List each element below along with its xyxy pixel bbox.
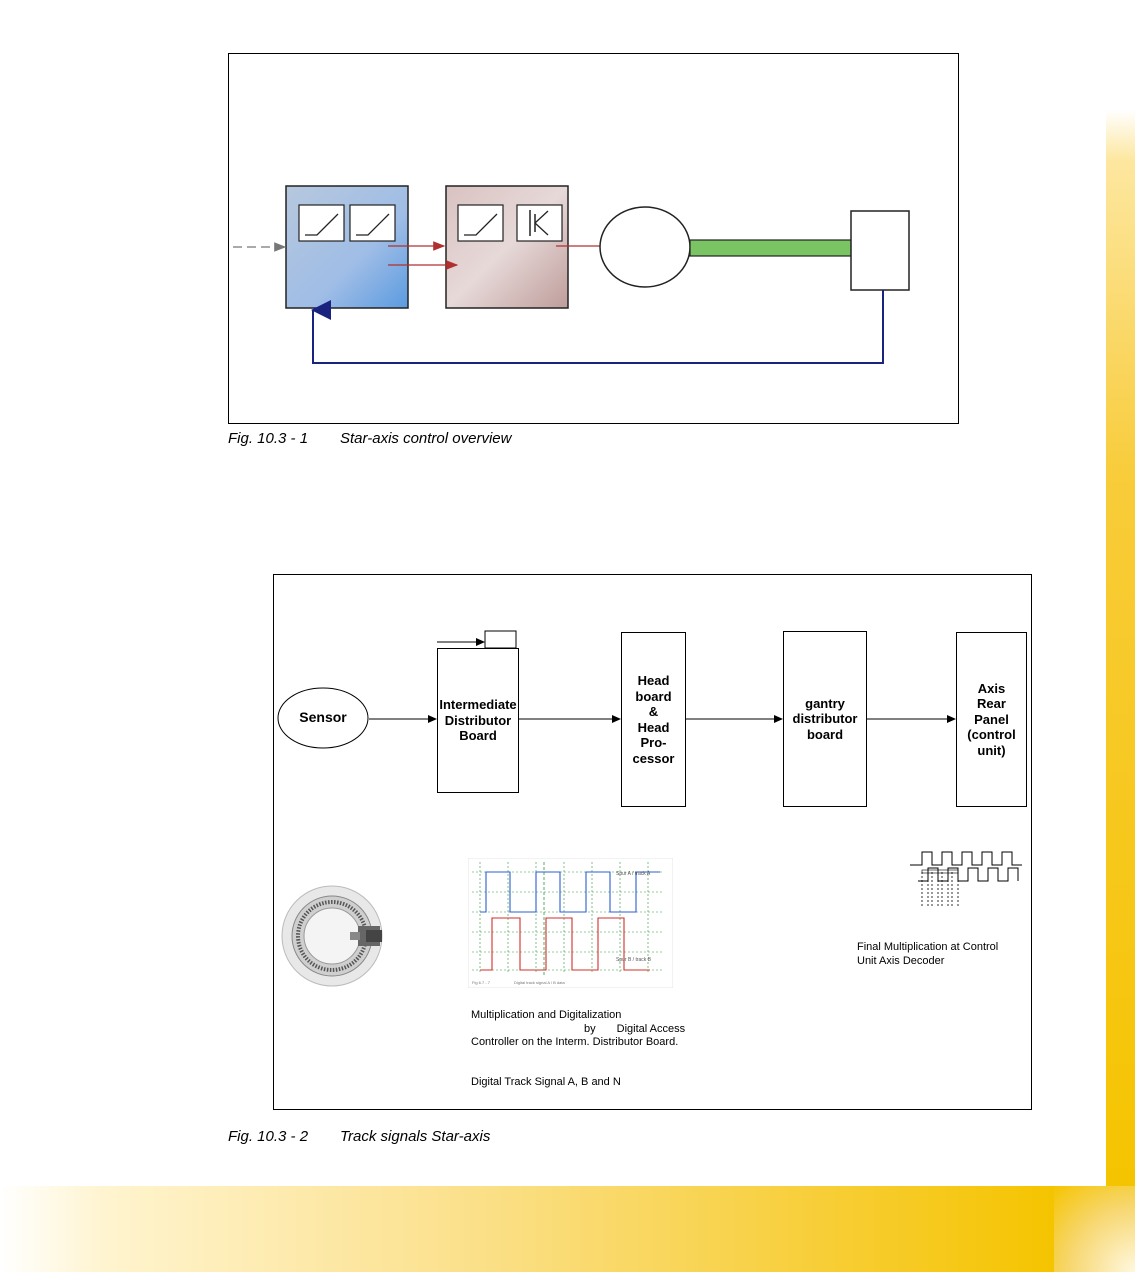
scope-footer-right: Digital track signal A / B data — [514, 980, 565, 985]
axis-line-5: unit) — [977, 742, 1006, 758]
digitalization-note-line-2: by Digital Access — [471, 1023, 685, 1037]
connector-box — [484, 630, 517, 649]
decoder-pulse-image — [910, 851, 1022, 906]
axis-line-4: (control — [967, 727, 1016, 743]
oscilloscope-track-signals-image: Spur A / track A Spur B / track B Fig 6.… — [468, 858, 673, 988]
head-line-1: Head — [637, 673, 670, 688]
decoder-note-line-1: Final Multiplication at Control — [857, 941, 999, 953]
axis-line-3: Panel — [974, 711, 1009, 727]
decoder-note-line-2: Unit Axis Decoder — [857, 954, 945, 967]
gantry-line-1: gantry — [805, 695, 845, 711]
axis-line-1: Axis — [977, 680, 1006, 696]
gantry-line-3: board — [806, 726, 844, 742]
gantry-distributor-board: gantry distributor board — [783, 631, 867, 807]
digitalization-note-rest: Digital Access — [616, 1022, 686, 1035]
figure-1-caption: Fig. 10.3 - 1 Star-axis control overview — [228, 430, 511, 447]
head-line-4: Head — [637, 719, 670, 735]
digitalization-note-line-3: Controller on the Interm. Distributor Bo… — [471, 1036, 679, 1048]
gantry-line-2: distributor — [792, 711, 858, 727]
head-line-5: Pro- — [640, 735, 667, 750]
figure-2-caption-number: Fig. 10.3 - 2 — [228, 1128, 309, 1145]
scope-track-a-label: Spur A / track A — [616, 871, 651, 877]
axis-line-2: Rear — [977, 696, 1006, 712]
axis-rear-panel: Axis Rear Panel (control unit) — [956, 632, 1027, 807]
corner-accent — [1054, 1186, 1135, 1272]
digitalization-note-by: by — [584, 1022, 596, 1035]
sensor-ellipse — [277, 687, 369, 749]
bottom-accent-band — [0, 1186, 1054, 1272]
intermediate-line-1: Intermediate — [439, 697, 517, 713]
digitalization-note-line-1: Multiplication and Digitalization — [471, 1009, 622, 1021]
figure-1-caption-title: Star-axis control overview — [340, 430, 512, 447]
track-signal-note: Digital Track Signal A, B and N — [471, 1076, 621, 1088]
feedback-line — [311, 290, 884, 364]
head-board-processor: Head board & Head Pro- cessor — [621, 632, 686, 807]
head-line-3: & — [648, 704, 659, 719]
encoder-disc-image — [281, 885, 383, 987]
intermediate-line-3: Board — [459, 728, 497, 744]
figure-1-caption-number: Fig. 10.3 - 1 — [228, 430, 309, 447]
figure-2-caption-title: Track signals Star-axis — [340, 1128, 491, 1145]
intermediate-distributor-board: Intermediate Distributor Board — [437, 648, 519, 793]
encoder-block — [850, 210, 910, 291]
head-line-2: board — [635, 688, 672, 704]
scope-footer-left: Fig 6.7 - 7 — [472, 980, 491, 985]
scope-track-b-label: Spur B / track B — [616, 957, 652, 963]
amplifier-symbol-transistor — [516, 204, 563, 242]
figure-2-caption: Fig. 10.3 - 2 Track signals Star-axis — [228, 1128, 490, 1145]
digitalization-note: Multiplication and Digitalization by Digi… — [471, 1009, 685, 1050]
intermediate-line-2: Distributor — [444, 712, 512, 728]
sensor-label: Sensor — [299, 709, 347, 725]
decoder-note: Final Multiplication at Control Unit Axi… — [857, 941, 998, 968]
controller-symbol-1 — [298, 204, 345, 242]
head-line-6: cessor — [632, 750, 675, 766]
side-accent-band — [1106, 0, 1135, 1186]
